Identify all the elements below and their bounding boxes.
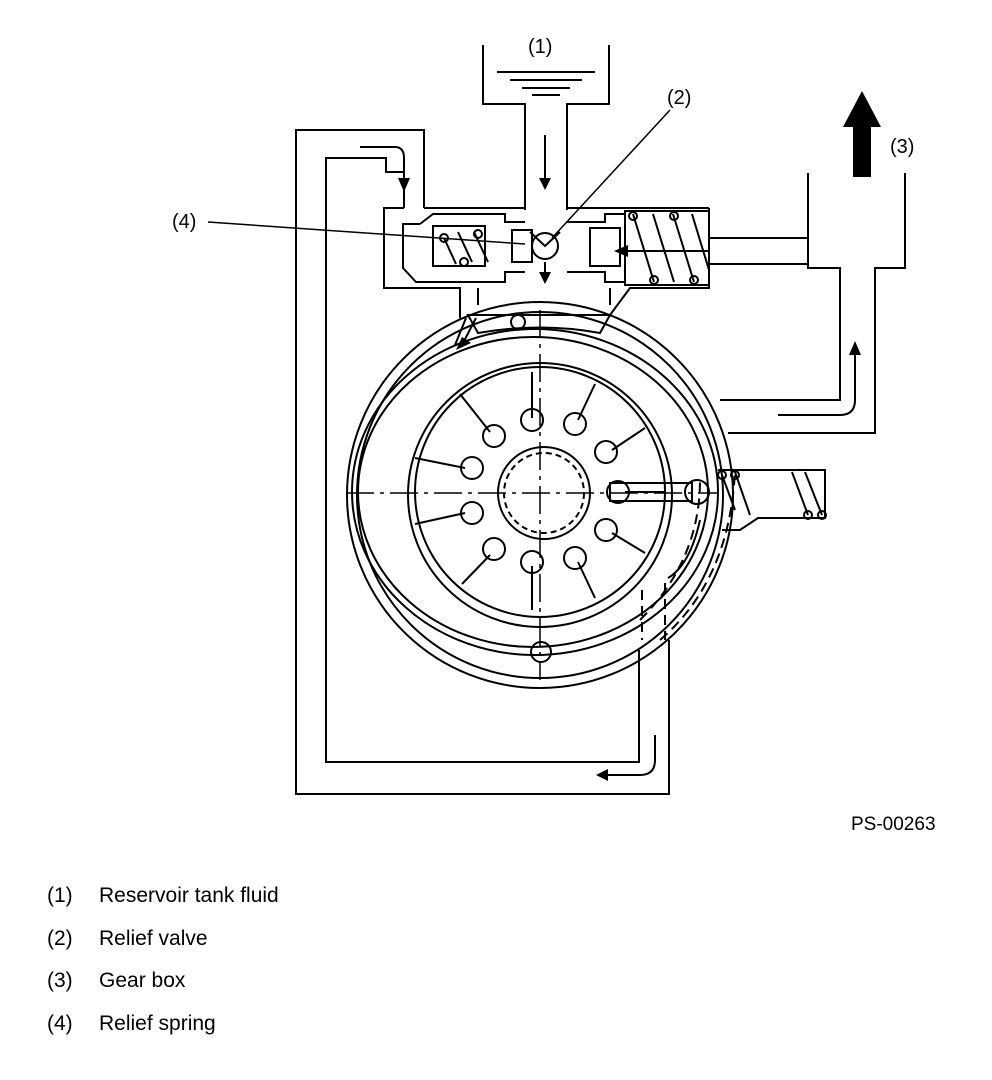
callout-4: (4): [172, 211, 196, 233]
leader-lines: [207, 109, 671, 245]
callout-3: (3): [890, 136, 914, 158]
legend-item: (2) Relief valve: [47, 927, 279, 970]
outlet-passage: [720, 173, 906, 434]
legend-number: (3): [47, 969, 73, 992]
gearbox-arrow: [843, 91, 881, 177]
legend-item: (4) Relief spring: [47, 1012, 279, 1055]
flow-arrows: [360, 135, 861, 781]
flow-control-valve: [609, 469, 827, 531]
callout-1: (1): [528, 36, 552, 58]
vanes: [414, 372, 665, 610]
return-passage: [295, 129, 670, 795]
legend-number: (4): [47, 1011, 73, 1035]
relief-valve-ball: [529, 231, 561, 260]
legend: (1) Reservoir tank fluid (2) Relief valv…: [47, 884, 279, 1054]
legend-item: (1) Reservoir tank fluid: [47, 884, 279, 927]
centerlines: [346, 310, 718, 680]
legend-number: (1): [47, 884, 73, 907]
legend-label: Gear box: [99, 969, 186, 992]
legend-label: Relief spring: [99, 1011, 216, 1035]
oil-pump-diagram: (1) (2) (3) (4): [172, 36, 914, 795]
legend-item: (3) Gear box: [47, 969, 279, 1012]
pump-body: [346, 301, 736, 689]
legend-label: Reservoir tank fluid: [99, 884, 279, 907]
callout-2: (2): [667, 87, 691, 109]
relief-valve-housing: [383, 207, 808, 318]
relief-spring: [439, 229, 489, 267]
legend-number: (2): [47, 926, 73, 950]
reservoir-tank: [482, 45, 610, 210]
control-spring: [628, 211, 710, 285]
legend-label: Relief valve: [99, 926, 208, 950]
figure-id: PS-00263: [851, 814, 936, 835]
